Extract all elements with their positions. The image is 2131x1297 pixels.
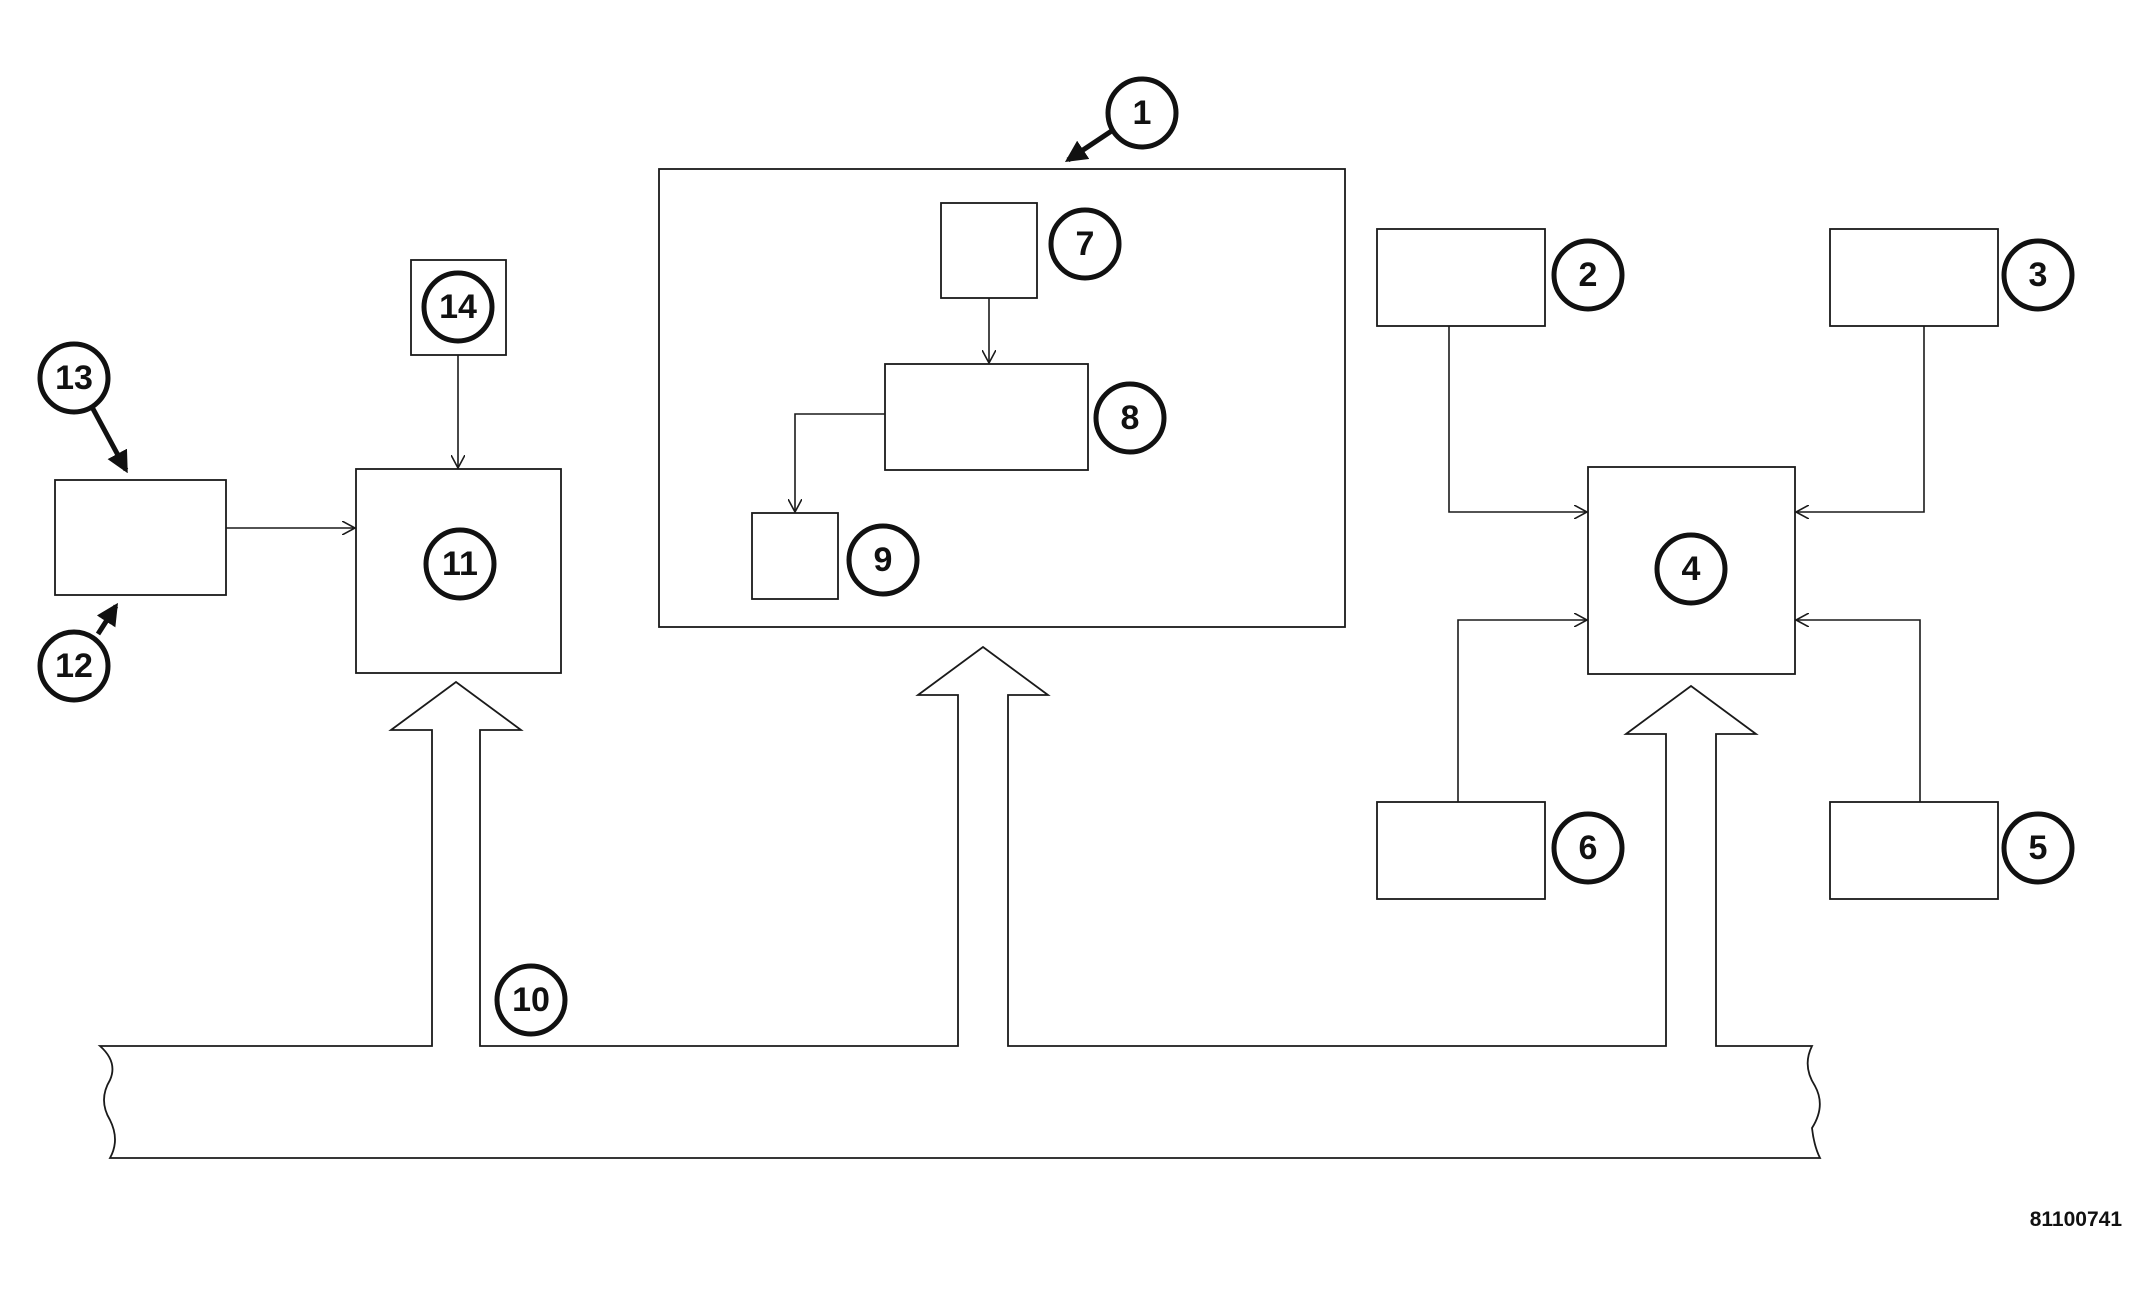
wire-8-to-9 <box>795 413 885 512</box>
svg-text:6: 6 <box>1579 829 1598 867</box>
callout-2: 2 <box>1551 238 1625 312</box>
callout-7: 7 <box>1048 207 1122 281</box>
callout-8: 8 <box>1093 381 1167 455</box>
sensor-box-12-13 <box>54 479 227 596</box>
svg-text:4: 4 <box>1682 550 1701 588</box>
wire-6-to-4 <box>1457 620 1587 802</box>
callout-13: 13 <box>37 341 111 415</box>
svg-text:3: 3 <box>2029 256 2048 294</box>
svg-text:8: 8 <box>1121 399 1140 437</box>
callout-6: 6 <box>1551 811 1625 885</box>
svg-text:13: 13 <box>55 359 93 397</box>
box-6 <box>1376 801 1546 900</box>
leader-arrow-13 <box>89 405 129 474</box>
box-2 <box>1376 228 1546 327</box>
svg-text:11: 11 <box>442 545 478 583</box>
wire-3-to-4 <box>1796 326 1925 512</box>
box-5 <box>1829 801 1999 900</box>
data-bus <box>97 645 1822 1159</box>
svg-text:12: 12 <box>55 647 93 685</box>
svg-text:2: 2 <box>1579 256 1598 294</box>
svg-text:14: 14 <box>439 288 477 326</box>
callout-12: 12 <box>37 629 111 703</box>
box-8 <box>884 363 1089 471</box>
leader-arrow-12 <box>95 602 119 636</box>
wire-2-to-4 <box>1448 326 1587 512</box>
box-9 <box>751 512 839 600</box>
svg-text:7: 7 <box>1076 225 1095 263</box>
svg-text:1: 1 <box>1133 94 1152 132</box>
callout-4: 4 <box>1654 532 1728 606</box>
svg-text:10: 10 <box>512 981 550 1019</box>
callout-5: 5 <box>2001 811 2075 885</box>
callout-10: 10 <box>494 963 568 1037</box>
svg-text:9: 9 <box>874 541 893 579</box>
callout-1: 1 <box>1105 76 1179 150</box>
leader-arrow-1 <box>1064 125 1118 163</box>
figure-reference: 81100741 <box>2030 1208 2123 1231</box>
callout-14: 14 <box>421 270 495 344</box>
callout-9: 9 <box>846 523 920 597</box>
callout-3: 3 <box>2001 238 2075 312</box>
wire-5-to-4 <box>1796 620 1921 802</box>
svg-text:5: 5 <box>2029 829 2048 867</box>
callout-11: 11 <box>423 527 497 601</box>
box-3 <box>1829 228 1999 327</box>
box-7 <box>940 202 1038 299</box>
